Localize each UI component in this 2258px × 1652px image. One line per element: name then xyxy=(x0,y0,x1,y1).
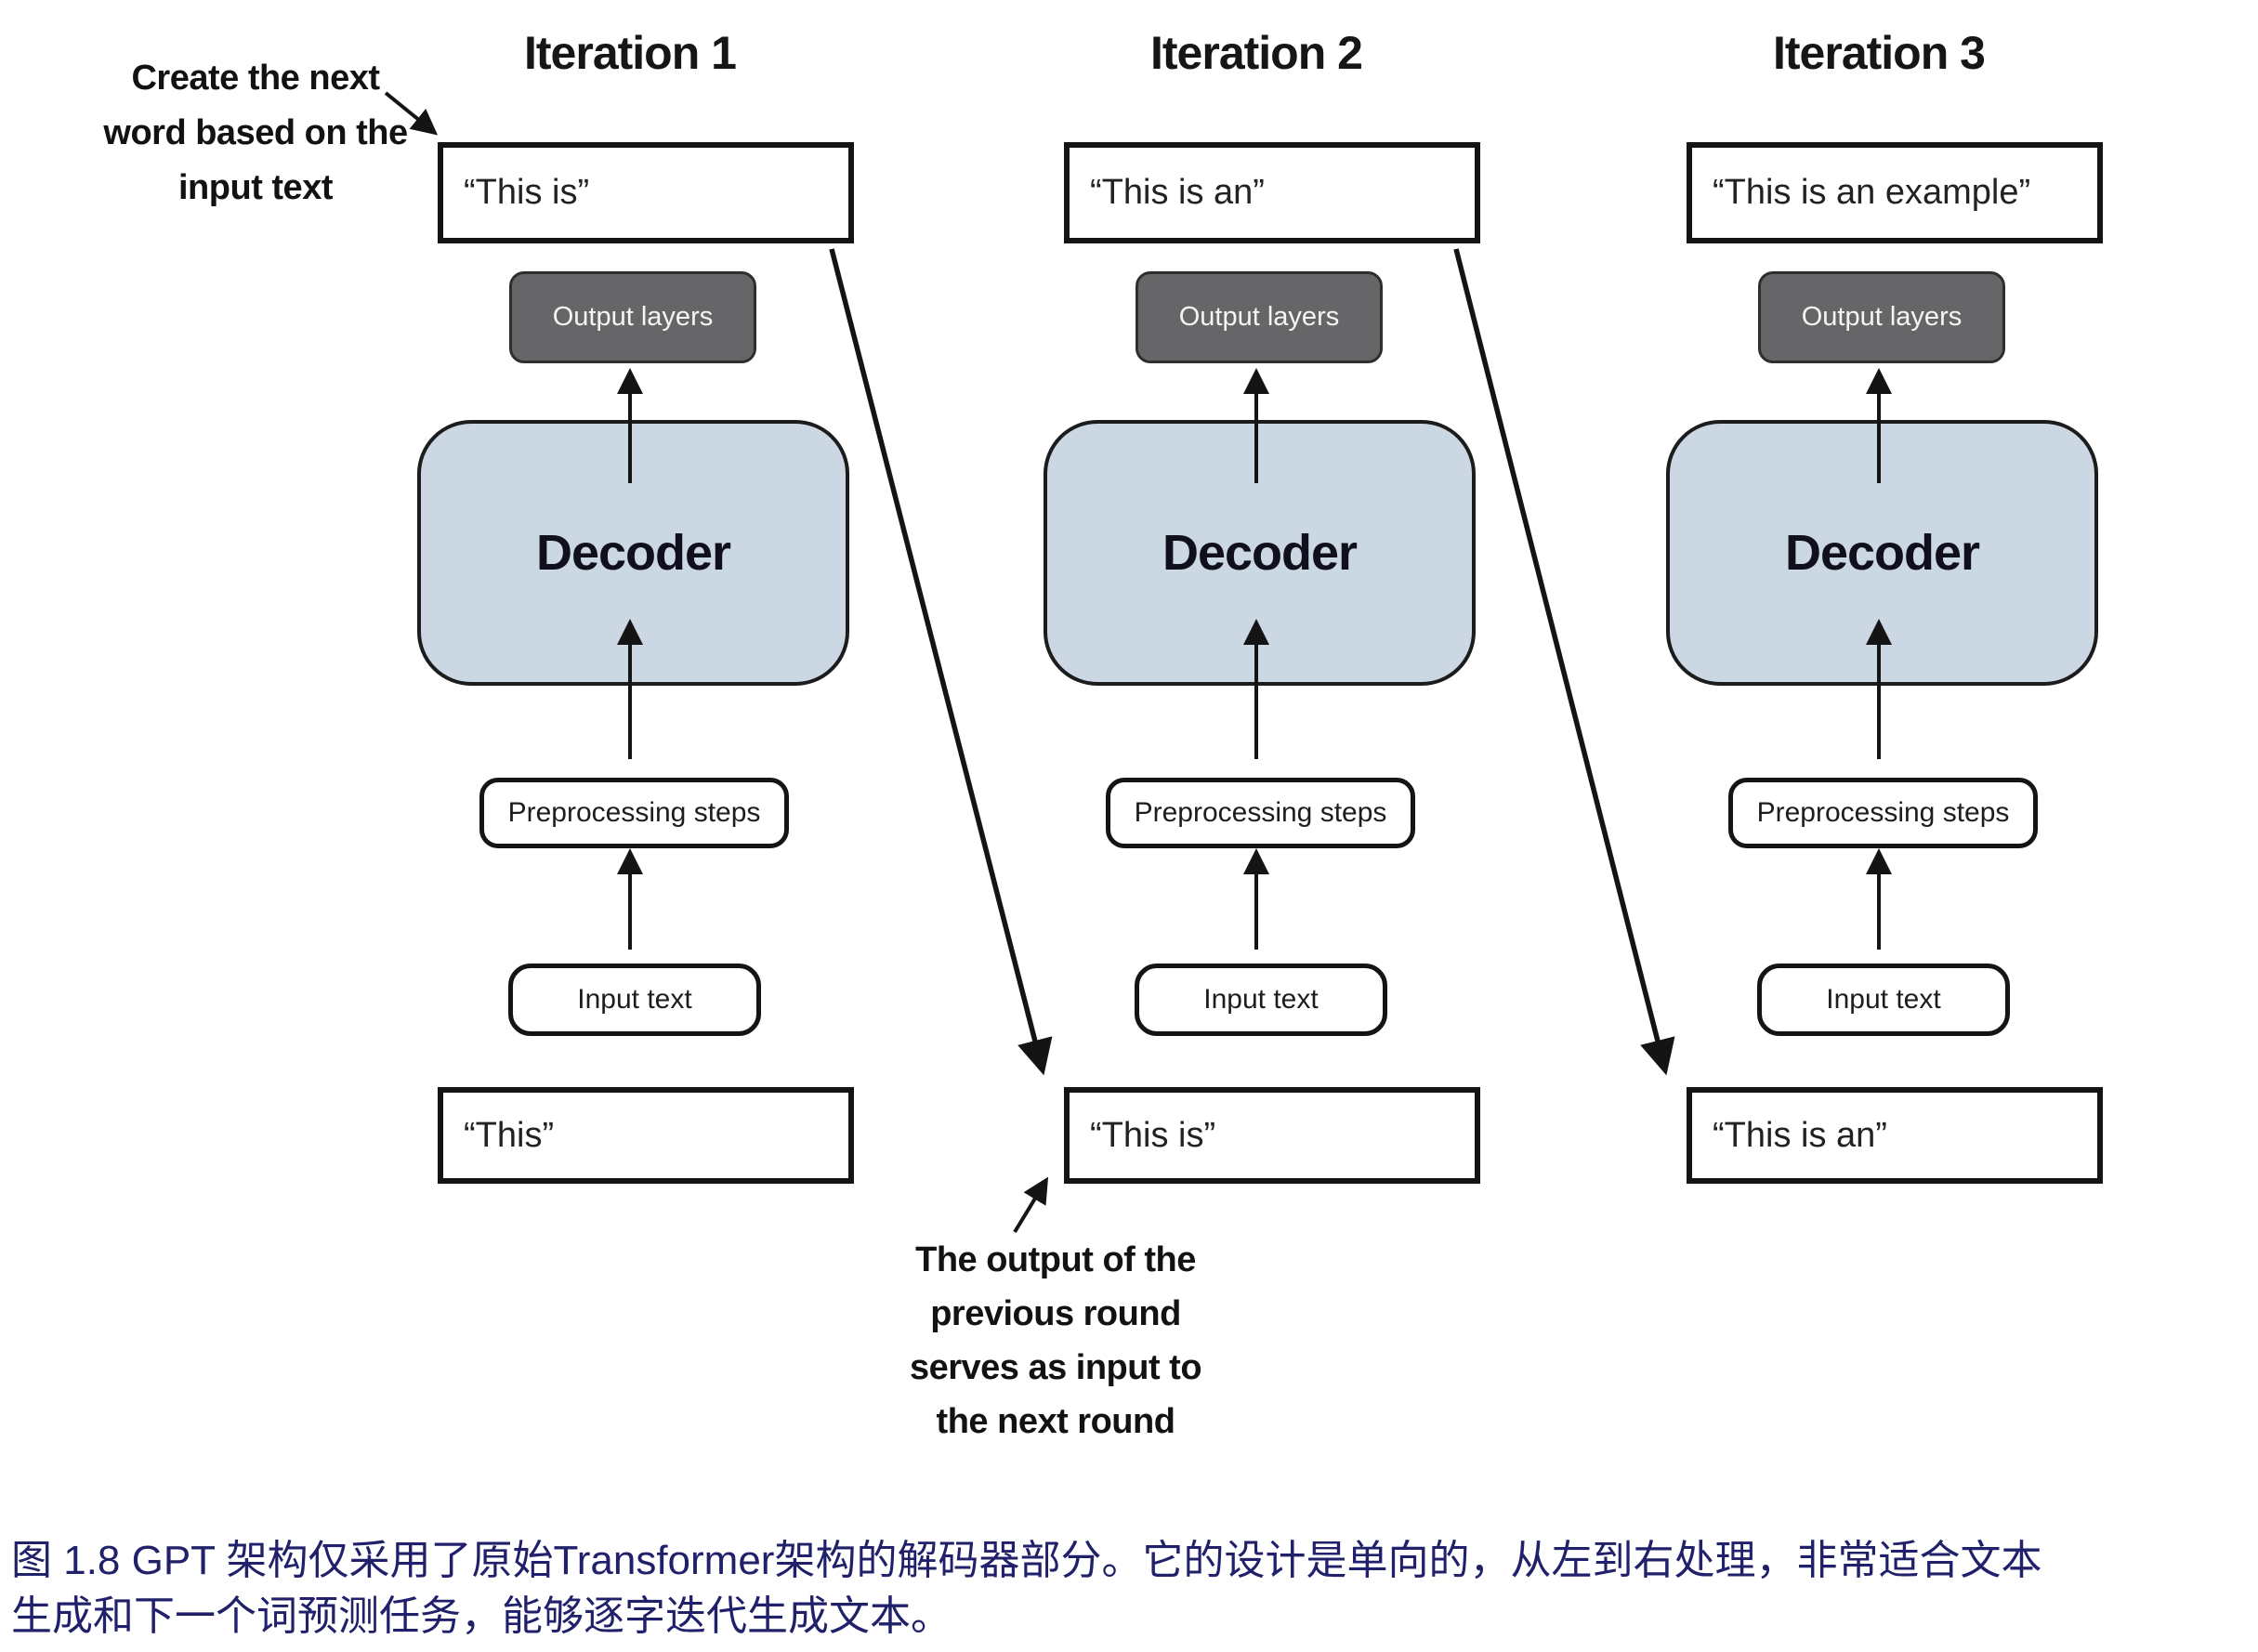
decoder-label: Decoder xyxy=(1784,525,1980,581)
iteration-3-output-layers-box: Output layers xyxy=(1758,271,2005,363)
input-text-label: Input text xyxy=(577,984,692,1015)
iteration-2-generated-text: “This is an” xyxy=(1090,173,1265,212)
iteration-1-generated-text-box: “This is” xyxy=(438,142,854,243)
iteration-2-column: Iteration 2 “This is an” Output layers D… xyxy=(1033,0,1480,1208)
iteration-2-preprocessing-box: Preprocessing steps xyxy=(1106,778,1415,848)
annotation-line: input text xyxy=(178,168,333,207)
iteration-2-decoder-box: Decoder xyxy=(1044,420,1476,686)
iteration-1-decoder-box: Decoder xyxy=(417,420,849,686)
preprocessing-label: Preprocessing steps xyxy=(1756,797,2010,828)
annotation-line: word based on the xyxy=(103,113,408,152)
iteration-1-input-string-box: “This” xyxy=(438,1087,854,1184)
iteration-3-input-string-box: “This is an” xyxy=(1687,1087,2103,1184)
iteration-3-input-text-box: Input text xyxy=(1757,964,2010,1036)
iteration-3-heading: Iteration 3 xyxy=(1773,27,1986,79)
iteration-3-generated-text-box: “This is an example” xyxy=(1687,142,2103,243)
iteration-2-heading: Iteration 2 xyxy=(1150,27,1363,79)
iteration-2-input-string-box: “This is” xyxy=(1064,1087,1480,1184)
iteration-1-input-string: “This” xyxy=(464,1115,555,1155)
iteration-1-input-text-box: Input text xyxy=(508,964,761,1036)
annotation-output-serves-input: The output of the previous round serves … xyxy=(893,1233,1218,1449)
iteration-3-preprocessing-box: Preprocessing steps xyxy=(1728,778,2038,848)
iteration-1-output-layers-box: Output layers xyxy=(509,271,756,363)
output-layers-label: Output layers xyxy=(1801,302,1963,332)
annotation-line: Create the next xyxy=(131,59,380,98)
decoder-label: Decoder xyxy=(535,525,731,581)
preprocessing-label: Preprocessing steps xyxy=(507,797,761,828)
arrow-output2-to-input3 xyxy=(1453,248,1675,1076)
iteration-2-input-text-box: Input text xyxy=(1135,964,1387,1036)
iteration-3-input-string: “This is an” xyxy=(1713,1115,1887,1155)
preprocessing-label: Preprocessing steps xyxy=(1134,797,1387,828)
iteration-3-generated-text: “This is an example” xyxy=(1713,173,2031,212)
arrow-output1-to-input2 xyxy=(829,248,1053,1076)
annotation-create-next-word: Create the next word based on the input … xyxy=(93,51,418,216)
output-layers-label: Output layers xyxy=(1178,302,1340,332)
iteration-2-output-layers-box: Output layers xyxy=(1136,271,1383,363)
output-layers-label: Output layers xyxy=(552,302,714,332)
iteration-3-column: Iteration 3 “This is an example” Output … xyxy=(1656,0,2103,1208)
iteration-1-column: Iteration 1 “This is” Output layers Deco… xyxy=(407,0,854,1208)
iteration-1-heading: Iteration 1 xyxy=(524,27,737,79)
iteration-1-generated-text: “This is” xyxy=(464,173,590,212)
iteration-3-decoder-box: Decoder xyxy=(1666,420,2098,686)
decoder-label: Decoder xyxy=(1162,525,1358,581)
figure-caption: 图 1.8 GPT 架构仅采用了原始Transformer架构的解码器部分。它的… xyxy=(11,1533,2252,1645)
annotation-line: The output of the xyxy=(915,1240,1196,1279)
annotation-line: serves as input to xyxy=(909,1348,1202,1387)
input-text-label: Input text xyxy=(1826,984,1941,1015)
annotation-line: the next round xyxy=(936,1402,1175,1441)
iteration-2-input-string: “This is” xyxy=(1090,1115,1216,1155)
iteration-2-generated-text-box: “This is an” xyxy=(1064,142,1480,243)
caption-line-1: 图 1.8 GPT 架构仅采用了原始Transformer架构的解码器部分。它的… xyxy=(11,1538,2042,1583)
input-text-label: Input text xyxy=(1203,984,1319,1015)
caption-line-2: 生成和下一个词预测任务，能够逐字迭代生成文本。 xyxy=(11,1593,952,1639)
annotation-line: previous round xyxy=(930,1294,1181,1333)
iteration-1-preprocessing-box: Preprocessing steps xyxy=(479,778,789,848)
